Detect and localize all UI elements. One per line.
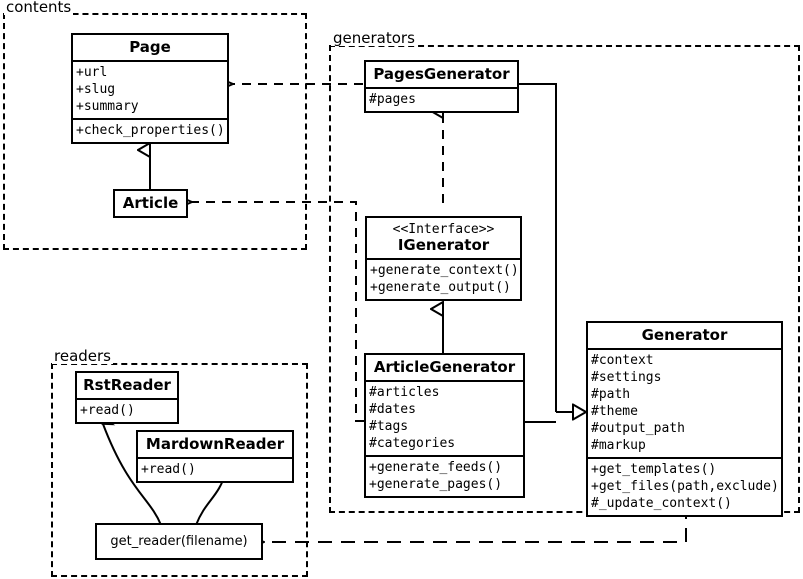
class-mardownreader-title: MardownReader [145,435,285,453]
class-generator-attributes: #context #settings #path #theme #output_… [588,348,781,457]
attribute-row: #settings [591,370,662,385]
class-page-title: Page [129,38,171,56]
class-rstreader-methods: +read() [77,398,177,422]
attribute-row: +summary [76,99,139,114]
attribute-row: #theme [591,404,638,419]
attribute-row: #dates [369,402,416,417]
class-igenerator[interactable]: <<Interface>> IGenerator +generate_conte… [365,216,522,301]
class-articlegenerator-methods: +generate_feeds() +generate_pages() [366,455,523,496]
package-contents [3,13,307,250]
method-row: +generate_context() [370,263,519,278]
attribute-row: #context [591,353,654,368]
attribute-row: #pages [369,92,416,107]
class-article[interactable]: Article [113,189,188,218]
attribute-row: +slug [76,82,116,97]
class-pagesgenerator-title: PagesGenerator [373,65,510,83]
class-generator-title: Generator [641,326,728,344]
class-page[interactable]: Page +url +slug +summary +check_properti… [71,33,229,144]
attribute-row: #tags [369,419,409,434]
method-row: +get_files(path,exclude) [591,479,779,494]
method-row: +get_templates() [591,462,717,477]
class-page-methods: +check_properties() [73,118,227,142]
class-rstreader[interactable]: RstReader +read() [75,371,179,424]
attribute-row: #markup [591,438,646,453]
attribute-row: #output_path [591,421,685,436]
method-row: +generate_pages() [369,477,503,492]
class-rstreader-title: RstReader [83,376,171,394]
class-articlegenerator-title: ArticleGenerator [373,358,516,376]
method-row: +read() [141,462,196,477]
class-mardownreader[interactable]: MardownReader +read() [136,430,294,483]
class-pagesgenerator[interactable]: PagesGenerator #pages [364,60,519,113]
function-get-reader[interactable]: get_reader(filename) [95,523,263,560]
class-pagesgenerator-attributes: #pages [366,87,517,111]
class-articlegenerator[interactable]: ArticleGenerator #articles #dates #tags … [364,353,525,498]
class-page-attributes: +url +slug +summary [73,60,227,118]
package-readers [51,363,308,577]
attribute-row: +url [76,65,108,80]
class-igenerator-title: IGenerator [397,236,490,254]
class-igenerator-stereotype: <<Interface>> [392,222,495,237]
class-articlegenerator-attributes: #articles #dates #tags #categories [366,380,523,455]
attribute-row: #categories [369,436,456,451]
method-row: #_update_context() [591,496,732,511]
method-row: +read() [80,403,135,418]
package-generators [329,45,800,513]
attribute-row: #articles [369,385,440,400]
method-row: +check_properties() [76,123,225,138]
package-readers-label: readers [52,347,113,365]
class-article-title: Article [122,194,179,212]
class-generator-methods: +get_templates() +get_files(path,exclude… [588,457,781,515]
attribute-row: #path [591,387,631,402]
function-get-reader-label: get_reader(filename) [110,534,248,549]
package-generators-label: generators [331,29,417,47]
method-row: +generate_output() [370,280,511,295]
class-igenerator-methods: +generate_context() +generate_output() [367,258,520,299]
method-row: +generate_feeds() [369,460,503,475]
class-mardownreader-methods: +read() [138,457,292,481]
package-contents-label: contents [4,0,74,16]
class-generator[interactable]: Generator #context #settings #path #them… [586,321,783,517]
